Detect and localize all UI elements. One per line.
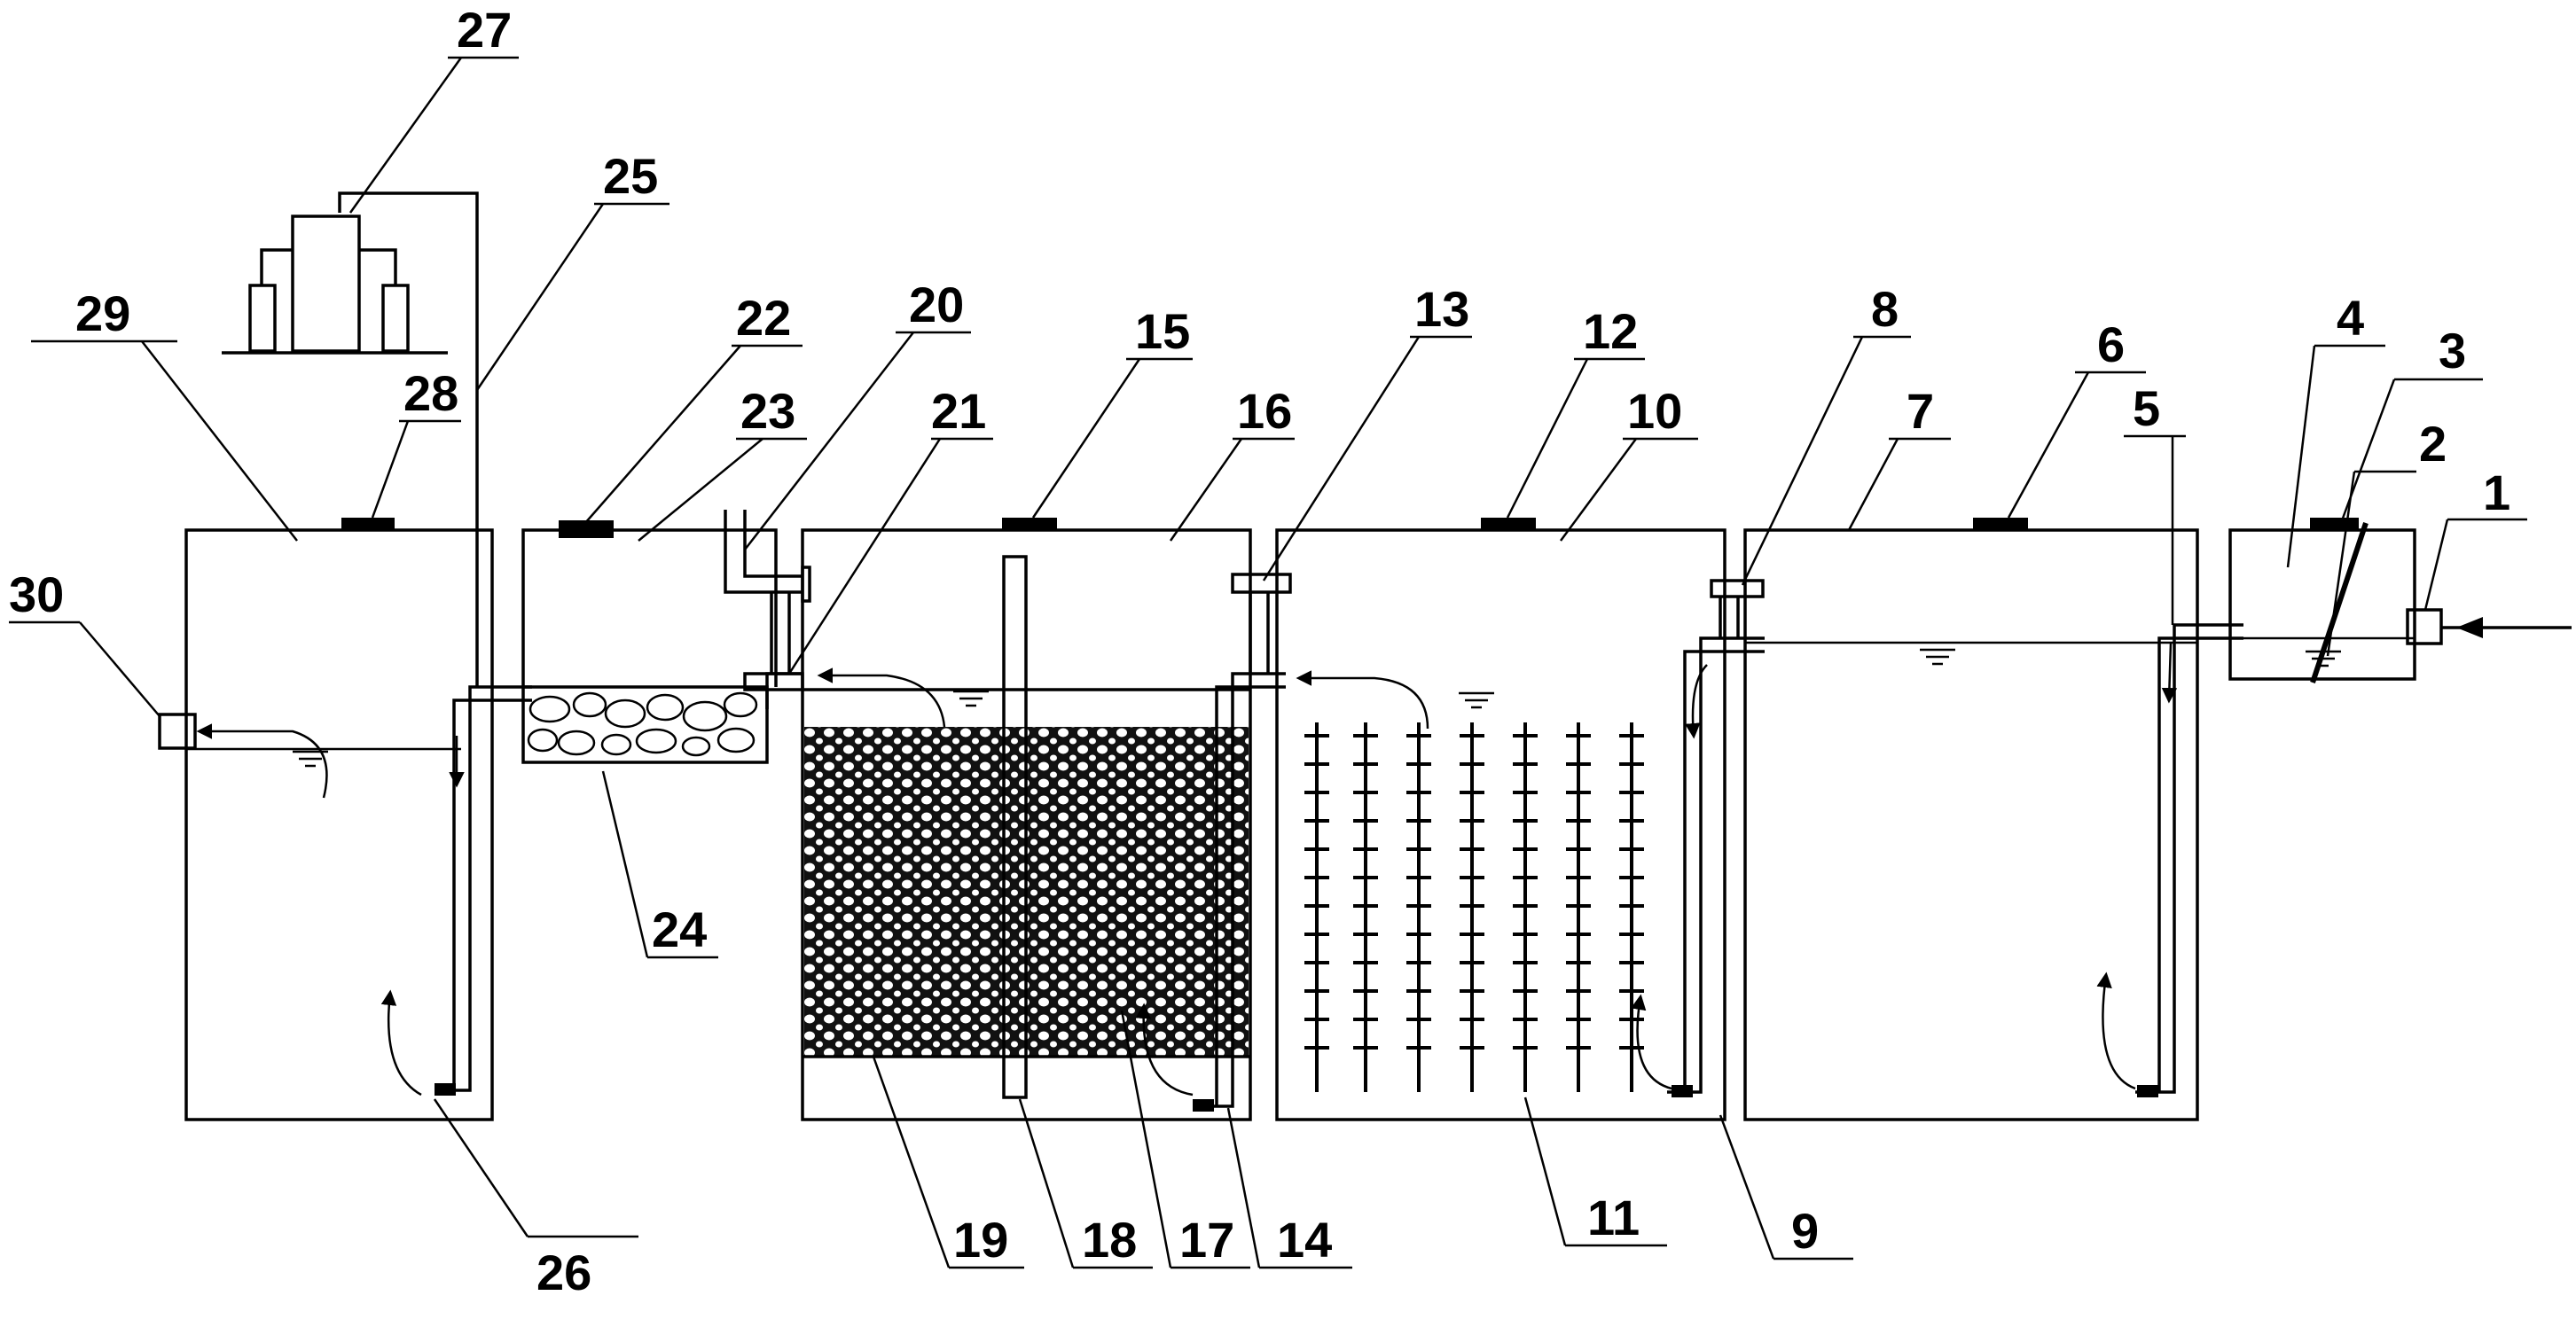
label-21: 21: [931, 383, 986, 439]
gravel-filter-24: [521, 685, 769, 764]
plant-icon-27: [222, 215, 448, 355]
water-level-markers: [293, 648, 2341, 768]
label-17: 17: [1179, 1212, 1234, 1268]
pipe-21: [743, 592, 804, 709]
label-25: 25: [603, 148, 658, 204]
label-29: 29: [75, 285, 130, 341]
tank-29: [184, 528, 494, 1121]
label-7: 7: [1907, 383, 1934, 439]
pipe-8: [1710, 579, 1765, 638]
label-4: 4: [2337, 290, 2364, 346]
label-10: 10: [1627, 383, 1682, 439]
label-27: 27: [457, 2, 512, 58]
label-3: 3: [2439, 323, 2466, 379]
chimney-pipe-25: [338, 191, 479, 687]
label-13: 13: [1414, 281, 1469, 337]
label-26: 26: [536, 1245, 591, 1300]
leader-lines: [9, 56, 2527, 1269]
screen-2: [2310, 522, 2369, 683]
pipe-14: [1193, 672, 1286, 1112]
pipe-9: [1667, 636, 1765, 1097]
label-16: 16: [1237, 383, 1292, 439]
pipe-20: [724, 510, 811, 603]
tank-7: [1743, 528, 2199, 1121]
label-28: 28: [403, 365, 458, 421]
label-14: 14: [1277, 1212, 1332, 1268]
inlet-1: [2406, 608, 2572, 645]
flow-arrows: [196, 642, 2178, 1097]
hanging-media-11: [1304, 722, 1644, 1092]
label-1: 1: [2483, 464, 2510, 520]
label-12: 12: [1583, 303, 1638, 359]
label-20: 20: [909, 277, 964, 332]
tank-23: [521, 528, 778, 687]
inlet-pipe-26: [435, 685, 532, 1096]
label-30: 30: [9, 566, 64, 622]
labels: 1 2 3 4 5 6 7 8 9 10 11 12 13 14 15 16 1…: [9, 2, 2510, 1300]
label-15: 15: [1135, 303, 1190, 359]
label-11: 11: [1587, 1190, 1640, 1245]
cover-3: [2310, 518, 2359, 530]
label-5: 5: [2133, 380, 2160, 436]
cover-28: [341, 518, 395, 530]
label-23: 23: [740, 383, 795, 439]
pipe-13: [1231, 573, 1292, 674]
label-2: 2: [2419, 416, 2447, 472]
baffle-18: [1002, 555, 1028, 1099]
outlet-30: [158, 713, 197, 750]
pipe-5: [2135, 623, 2243, 1097]
label-8: 8: [1871, 281, 1899, 337]
tank-10: [1275, 528, 1726, 1121]
label-22: 22: [736, 290, 791, 346]
label-24: 24: [652, 901, 707, 957]
label-6: 6: [2097, 316, 2125, 372]
cover-12: [1481, 518, 1536, 530]
cover-6: [1973, 518, 2028, 530]
label-19: 19: [953, 1212, 1008, 1268]
cover-15: [1002, 518, 1057, 530]
vent-22: [559, 520, 614, 538]
label-9: 9: [1791, 1203, 1819, 1259]
label-18: 18: [1082, 1212, 1137, 1268]
